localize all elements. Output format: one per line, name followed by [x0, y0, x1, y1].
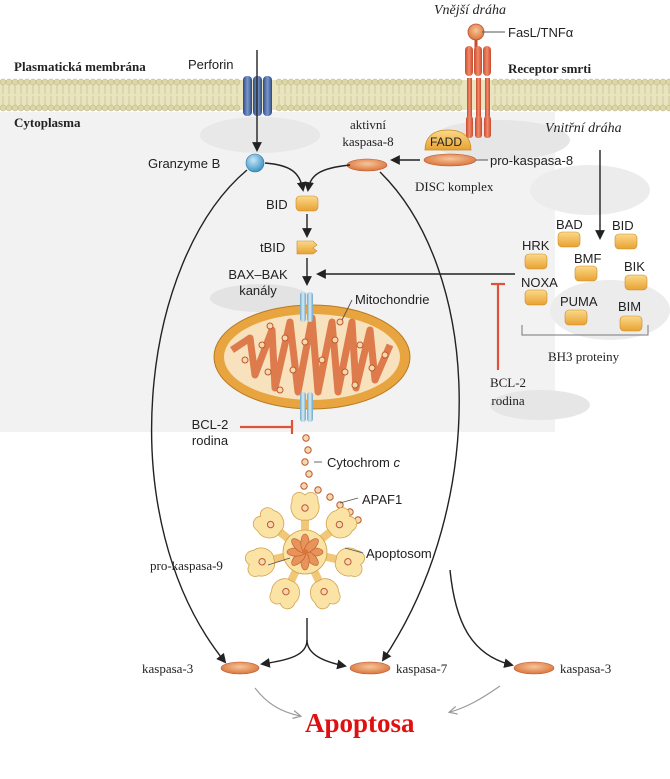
fadd-label: FADD — [430, 135, 463, 149]
bcl2-left-line2: rodina — [191, 433, 229, 448]
apoptosome-label: Apoptosom — [366, 546, 432, 561]
bid-label: BID — [266, 197, 288, 212]
bh3-proteins — [521, 231, 649, 336]
active-caspase8-shape — [346, 158, 388, 172]
procaspase9-label: pro-kaspasa-9 — [150, 558, 223, 573]
pro-caspase8-label: pro-kaspasa-8 — [490, 153, 574, 168]
ligand-icon — [467, 23, 485, 41]
bh3-bmf: BMF — [574, 251, 602, 266]
intrinsic-title: Vnitřní dráha — [545, 121, 622, 136]
mito-label: Mitochondrie — [355, 292, 430, 307]
extrinsic-title: Vnější dráha — [434, 3, 506, 18]
caspase3-left-shape — [220, 661, 260, 675]
apaf1-label: APAF1 — [362, 492, 403, 507]
bh3-noxa: NOXA — [521, 275, 558, 290]
membrane-label: Plasmatická membrána — [14, 59, 146, 74]
perforin-label: Perforin — [188, 57, 234, 72]
cytochrome-word: Cytochrom — [327, 455, 390, 470]
death-receptor — [465, 23, 505, 138]
cytoplasm-label: Cytoplasma — [14, 115, 81, 130]
bh3-bik: BIK — [624, 259, 645, 274]
baxbak-line2: kanály — [239, 283, 277, 298]
plasma-membrane — [0, 78, 670, 112]
cytochrome-c-letter: c — [393, 455, 400, 470]
baxbak-line1: BAX–BAK — [228, 267, 288, 282]
bcl2-left-line1: BCL-2 — [191, 417, 229, 432]
granzyme-label: Granzyme B — [148, 156, 221, 171]
caspase3-right-label: kaspasa-3 — [560, 661, 612, 676]
caspase7-label: kaspasa-7 — [396, 661, 448, 676]
to-apoptosis-arrows — [254, 685, 501, 716]
receptor-label: Receptor smrti — [508, 61, 592, 76]
bid-shape — [295, 195, 319, 212]
granzyme-b-icon — [245, 153, 265, 173]
fadd-shape — [424, 129, 472, 151]
caspase7-shape — [349, 661, 391, 675]
bh3-puma: PUMA — [560, 294, 598, 309]
bcl2-right-line1: BCL-2 — [489, 375, 527, 390]
active-caspase8-line2: kaspasa-8 — [342, 134, 394, 149]
bcl2-right-label: BCL-2 rodina — [478, 376, 538, 407]
apoptosa-label: Apoptosa — [305, 708, 415, 738]
bcl2-inhibition — [240, 282, 505, 434]
bh3-bad: BAD — [556, 217, 583, 232]
cytochrome-c-dots — [300, 434, 362, 524]
active-caspase8-line1: aktivní — [349, 117, 387, 132]
leader-lines — [267, 299, 364, 566]
tbid-label: tBID — [260, 240, 286, 255]
mitochondrion — [213, 292, 411, 422]
disc-label: DISC komplex — [415, 179, 494, 194]
cytochrome-label: Cytochrom c — [327, 456, 400, 469]
pathway-arrows — [150, 50, 605, 670]
bh3-bim: BIM — [618, 299, 642, 314]
caspase3-right-shape — [513, 661, 555, 675]
bcl2-left-label: BCL-2 rodina — [180, 418, 240, 447]
baxbak-label: BAX–BAK kanály — [222, 268, 294, 297]
bh3-bid: BID — [612, 218, 634, 233]
disc-complex — [423, 129, 488, 167]
bh3-label: BH3 proteiny — [548, 349, 620, 364]
ligand-label: FasL/TNFα — [508, 25, 574, 40]
bcl2-right-line2: rodina — [491, 393, 525, 408]
tbid-shape — [296, 240, 318, 255]
apoptosome-complex — [245, 491, 365, 610]
caspase3-left-label: kaspasa-3 — [142, 661, 194, 676]
bh3-hrk: HRK — [522, 238, 550, 253]
bid-path — [295, 195, 319, 255]
active-caspase8-label: aktivní kaspasa-8 — [333, 118, 403, 148]
